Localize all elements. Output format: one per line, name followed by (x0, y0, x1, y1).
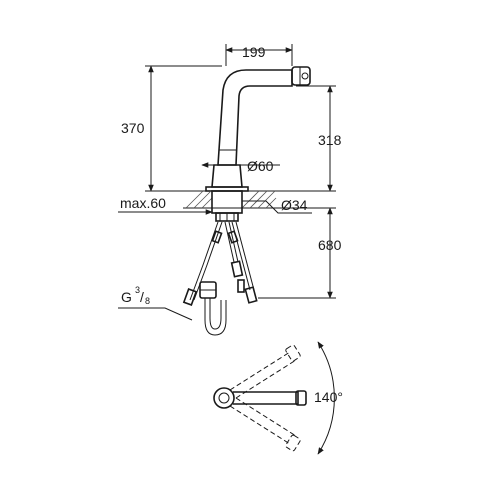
dim-spout-reach: 199 (242, 44, 266, 60)
top-view-spout (233, 391, 299, 405)
dim-base-diameter: Ø60 (247, 158, 274, 174)
supply-hoses (182, 221, 258, 336)
dim-connection-thread: G 3 / 8 (121, 285, 150, 306)
top-view-spout-rotated-up (229, 344, 301, 399)
top-view-spout-rotated-down (229, 397, 301, 452)
countertop-hatch (185, 190, 277, 209)
connection-denominator: 8 (145, 296, 150, 306)
faucet-base (211, 164, 243, 188)
hose-center (224, 221, 235, 263)
dim-hose-length: 680 (318, 237, 342, 253)
dimension-lines (118, 44, 336, 321)
swivel-arc (317, 341, 335, 455)
faucet-side-view (205, 66, 311, 192)
pullout-hose-loop (204, 298, 227, 336)
spray-head (291, 66, 311, 86)
hose-left (189, 221, 219, 301)
top-view-base (213, 387, 235, 409)
countertop-section (183, 190, 277, 222)
dim-hole-diameter: Ø34 (281, 197, 308, 213)
faucet-top-view (213, 341, 335, 455)
faucet-body-outline (217, 69, 293, 166)
dim-spout-height: 318 (318, 132, 342, 148)
dim-swivel-angle: 140° (314, 389, 343, 405)
dim-total-height: 370 (121, 120, 145, 136)
mounting-shank (211, 190, 243, 214)
connection-slash: / (140, 289, 144, 305)
dim-max-thickness: max.60 (120, 195, 166, 211)
connection-base: G (121, 289, 132, 305)
connection-numerator: 3 (135, 285, 140, 295)
